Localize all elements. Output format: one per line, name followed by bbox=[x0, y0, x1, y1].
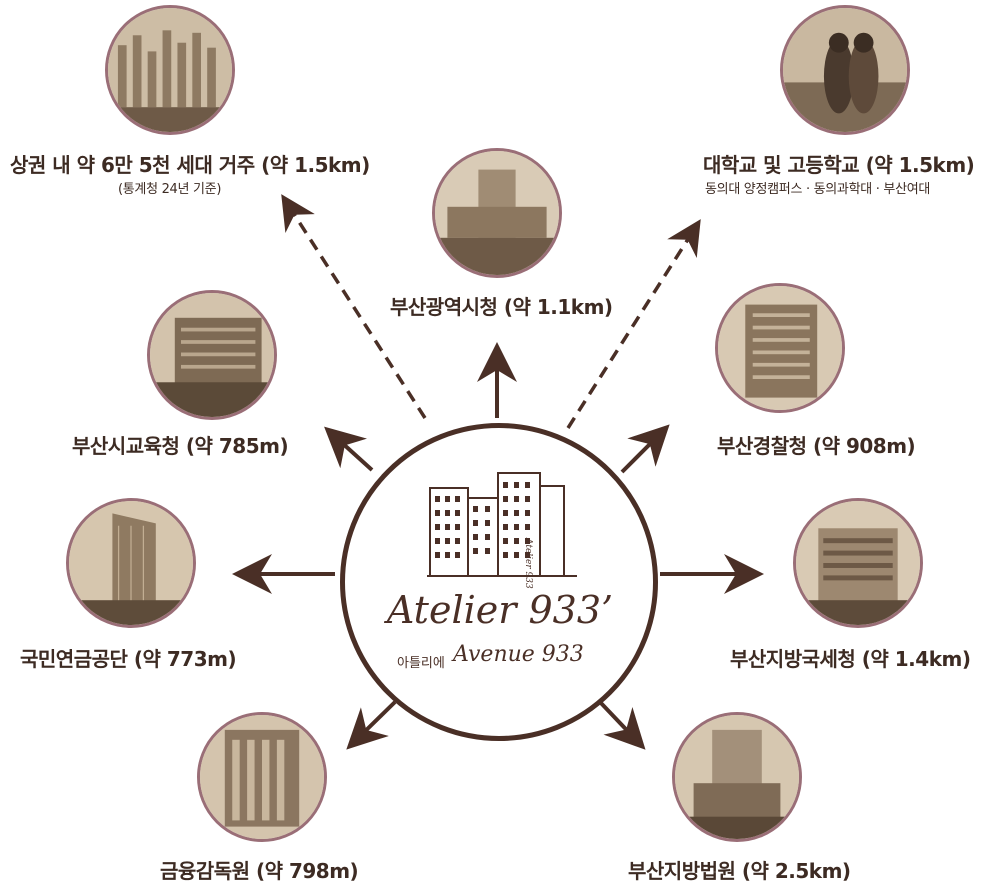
city-hall-photo bbox=[432, 148, 562, 278]
arrow-up-left-dashed bbox=[281, 194, 427, 419]
brand-subtitle-script: Avenue 933 bbox=[453, 642, 584, 667]
arrow-left-lower bbox=[346, 700, 397, 750]
residential-photo bbox=[105, 5, 235, 135]
university-photo bbox=[780, 5, 910, 135]
center-circle: Atelier 933 Atelier 933’ 아틀리에 Avenue 933 bbox=[340, 423, 658, 741]
brand-title: Atelier 933’ bbox=[386, 588, 614, 632]
building-sign: Atelier 933 bbox=[523, 538, 533, 589]
education-office-label: 부산시교육청 (약 785m) bbox=[72, 434, 289, 458]
education-office-photo bbox=[147, 290, 277, 420]
fss-label: 금융감독원 (약 798m) bbox=[160, 859, 359, 883]
pension-label: 국민연금공단 (약 773m) bbox=[20, 647, 237, 671]
residential-note: (통계청 24년 기준) bbox=[118, 182, 222, 197]
police-label: 부산경찰청 (약 908m) bbox=[717, 434, 916, 458]
university-label: 대학교 및 고등학교 (약 1.5km) bbox=[703, 153, 975, 177]
university-note: 동의대 양정캠퍼스 · 동의과학대 · 부산여대 bbox=[705, 182, 931, 197]
city-hall-label: 부산광역시청 (약 1.1km) bbox=[390, 295, 613, 319]
district-court-photo bbox=[672, 712, 802, 842]
building-logo-icon bbox=[427, 472, 577, 577]
court-label: 부산지방법원 (약 2.5km) bbox=[628, 859, 851, 883]
financial-supervisory-photo bbox=[197, 712, 327, 842]
police-agency-photo bbox=[715, 283, 845, 413]
residential-label: 상권 내 약 6만 5천 세대 거주 (약 1.5km) bbox=[10, 153, 370, 177]
tax-office-photo bbox=[793, 498, 923, 628]
tax-label: 부산지방국세청 (약 1.4km) bbox=[730, 647, 971, 671]
arrow-right-lower bbox=[598, 700, 646, 750]
arrow-left-upper bbox=[324, 426, 374, 472]
pension-service-photo bbox=[66, 498, 196, 628]
brand-subtitle-korean: 아틀리에 bbox=[397, 656, 445, 671]
arrow-right-upper bbox=[620, 424, 670, 474]
arrow-up-right-dashed bbox=[566, 219, 701, 429]
